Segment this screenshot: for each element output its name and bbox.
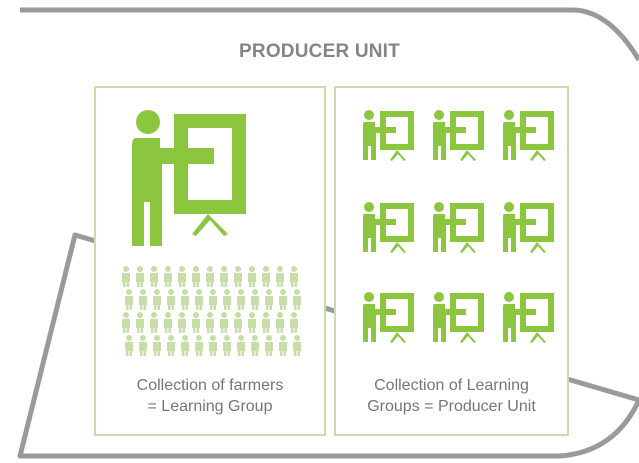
learning-group-icon bbox=[363, 110, 414, 161]
farmer-figure bbox=[293, 335, 301, 356]
farmer-figure bbox=[248, 266, 256, 287]
learning-group-icon bbox=[433, 202, 484, 253]
farmer-figure bbox=[139, 335, 147, 356]
caption-line: Collection of farmers bbox=[136, 377, 284, 394]
farmer-figure bbox=[125, 289, 133, 310]
farmer-figure bbox=[136, 312, 144, 333]
farmer-figure bbox=[234, 312, 242, 333]
farmer-figure bbox=[164, 266, 172, 287]
learning-group-icon bbox=[363, 292, 414, 343]
farmer-figure bbox=[265, 335, 273, 356]
producer-unit-caption: Collection of Learning Groups = Producer… bbox=[336, 375, 567, 417]
farmer-figure bbox=[290, 266, 298, 287]
farmer-figure bbox=[153, 289, 161, 310]
farmer-figure bbox=[262, 266, 270, 287]
farmer-figure bbox=[223, 289, 231, 310]
farmer-figure bbox=[206, 312, 214, 333]
presenter-board-icon bbox=[132, 110, 246, 246]
learning-group-icon bbox=[433, 110, 484, 161]
farmer-figure bbox=[265, 289, 273, 310]
farmer-figure bbox=[276, 266, 284, 287]
learning-group-grid bbox=[363, 110, 554, 343]
farmer-figure bbox=[237, 289, 245, 310]
farmer-figure bbox=[251, 289, 259, 310]
farmer-figure bbox=[178, 266, 186, 287]
farmer-figure bbox=[293, 289, 301, 310]
page-title: PRODUCER UNIT bbox=[239, 41, 400, 62]
farmer-figure bbox=[220, 312, 228, 333]
producer-unit-panel: Collection of Learning Groups = Producer… bbox=[334, 86, 569, 436]
farmer-figure bbox=[234, 266, 242, 287]
farmer-figure bbox=[276, 312, 284, 333]
farmer-figure bbox=[209, 335, 217, 356]
farmer-figure bbox=[192, 266, 200, 287]
learning-group-icon bbox=[363, 202, 414, 253]
learning-group-icon bbox=[503, 292, 554, 343]
farmer-figure bbox=[279, 289, 287, 310]
farmer-figure bbox=[167, 289, 175, 310]
farmer-figure bbox=[150, 266, 158, 287]
farmer-figure bbox=[150, 312, 158, 333]
farmer-figure bbox=[167, 335, 175, 356]
farmer-figure bbox=[237, 335, 245, 356]
caption-line: = Learning Group bbox=[147, 398, 273, 415]
farmer-figure bbox=[181, 289, 189, 310]
learning-group-icon bbox=[433, 292, 484, 343]
learning-group-caption: Collection of farmers = Learning Group bbox=[96, 375, 324, 417]
caption-line: Groups = Producer Unit bbox=[367, 398, 536, 415]
farmer-figure bbox=[153, 335, 161, 356]
farmer-figure bbox=[251, 335, 259, 356]
farmer-figure bbox=[209, 289, 217, 310]
farmer-figure bbox=[122, 312, 130, 333]
farmer-figure bbox=[195, 335, 203, 356]
farmer-figure bbox=[206, 266, 214, 287]
farmer-figure bbox=[290, 312, 298, 333]
farmer-figure bbox=[164, 312, 172, 333]
farmer-crowd-icon bbox=[122, 266, 301, 356]
farmer-figure bbox=[248, 312, 256, 333]
farmer-figure bbox=[223, 335, 231, 356]
farmer-figure bbox=[195, 289, 203, 310]
farmer-figure bbox=[220, 266, 228, 287]
farmer-figure bbox=[192, 312, 200, 333]
farmer-figure bbox=[139, 289, 147, 310]
learning-group-panel: Collection of farmers = Learning Group bbox=[94, 86, 326, 436]
farmer-figure bbox=[181, 335, 189, 356]
farmer-figure bbox=[262, 312, 270, 333]
farmer-figure bbox=[122, 266, 130, 287]
caption-line: Collection of Learning bbox=[374, 377, 529, 394]
farmer-figure bbox=[279, 335, 287, 356]
farmer-figure bbox=[178, 312, 186, 333]
farmer-figure bbox=[125, 335, 133, 356]
learning-group-icon bbox=[503, 110, 554, 161]
learning-group-icon bbox=[503, 202, 554, 253]
farmer-figure bbox=[136, 266, 144, 287]
